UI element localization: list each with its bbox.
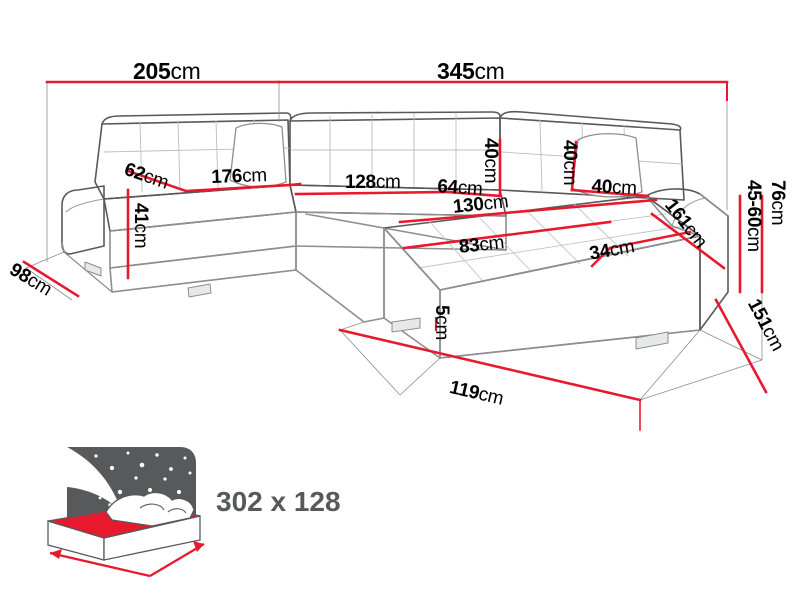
dimline-151: [714, 298, 768, 394]
label-sleeping-function-size: 302 x 128: [216, 486, 341, 517]
proj-chaise-to-bottom: [399, 357, 441, 396]
label-chaise-seat-front: 83cm: [457, 232, 506, 258]
proj-bottom-front: [339, 329, 401, 396]
dimline-161: [650, 212, 726, 270]
bed-pillow: [105, 491, 195, 527]
right-armrest-outer-panel: [699, 193, 729, 217]
left-leg-front: [84, 261, 102, 277]
bed-arrowhead-left: [50, 549, 62, 559]
dimline-98: [22, 260, 80, 298]
proj-bottom-right-1: [699, 329, 763, 361]
bed-sleeping-function-icon: [47, 447, 205, 578]
label-back-cushion-height: 40cm: [480, 138, 501, 184]
bed-arrowhead-right: [193, 541, 204, 552]
sofa-outline-group: [61, 110, 729, 359]
label-pillow-width: 40cm: [590, 176, 638, 200]
left-backrest-outline: [94, 119, 291, 200]
label-left-seat-height: 41cm: [130, 203, 151, 249]
label-clearance-height: 5cm: [431, 305, 452, 341]
label-overall-right-width: 345cm: [437, 58, 505, 84]
dimline-40-pillow-w: [570, 188, 650, 198]
left-arm-inner-line: [65, 198, 105, 213]
proj-bottom-left: [339, 321, 365, 331]
left-side-panel: [61, 242, 65, 253]
bed-pillow-fold-1: [139, 503, 165, 511]
label-middle-seat-length: 128cm: [345, 172, 401, 193]
dimline-119: [338, 328, 642, 402]
dimline-176-ext: [288, 182, 302, 187]
label-overall-left-width: 205cm: [133, 58, 201, 84]
right-armrest-outline: [645, 188, 729, 331]
right-armrest-roll: [671, 197, 707, 227]
dimline-176: [184, 183, 292, 193]
dimension-lines: [22, 80, 768, 431]
left-leg-rear: [187, 283, 212, 298]
dimline-62: [126, 169, 188, 193]
proj-left-depth-2: [25, 267, 73, 301]
chaise-leg-right: [635, 331, 669, 350]
bed-pillow-fold-2: [167, 508, 187, 514]
middle-backrest-tufting: [291, 112, 501, 190]
label-seat-height-range: 45-60cm: [743, 180, 764, 252]
dimline-130: [398, 198, 658, 224]
label-total-height: 76cm: [767, 180, 788, 226]
dimline-128: [294, 190, 450, 196]
dimline-64: [446, 190, 502, 198]
bed-dim-width: [49, 551, 151, 578]
bed-dimension-arrows: [49, 543, 205, 578]
proj-bottom-right-2: [639, 329, 701, 401]
left-armrest-outline: [61, 185, 105, 255]
label-left-seat-length: 176cm: [210, 165, 268, 188]
corner-front-block: [295, 213, 385, 323]
dimline-83: [402, 220, 612, 250]
chaise-leg-left: [391, 317, 421, 333]
dimline-34-hook: [590, 246, 612, 268]
proj-left-depth: [25, 251, 65, 269]
left-base-bottom: [63, 251, 297, 293]
label-pillow-height: 40cm: [559, 140, 580, 186]
middle-backrest-top: [289, 111, 501, 122]
dimline-40-pillow-v: [570, 140, 578, 192]
dimline-34: [608, 230, 692, 250]
left-backrest-top-edge: [101, 112, 292, 125]
right-backrest-top: [499, 110, 682, 131]
bed-moon-swoosh: [67, 447, 122, 512]
proj-right-151: [639, 359, 763, 401]
left-throw-pillow: [229, 122, 287, 188]
bed-dim-depth: [149, 543, 205, 577]
right-throw-pillow: [571, 133, 643, 198]
